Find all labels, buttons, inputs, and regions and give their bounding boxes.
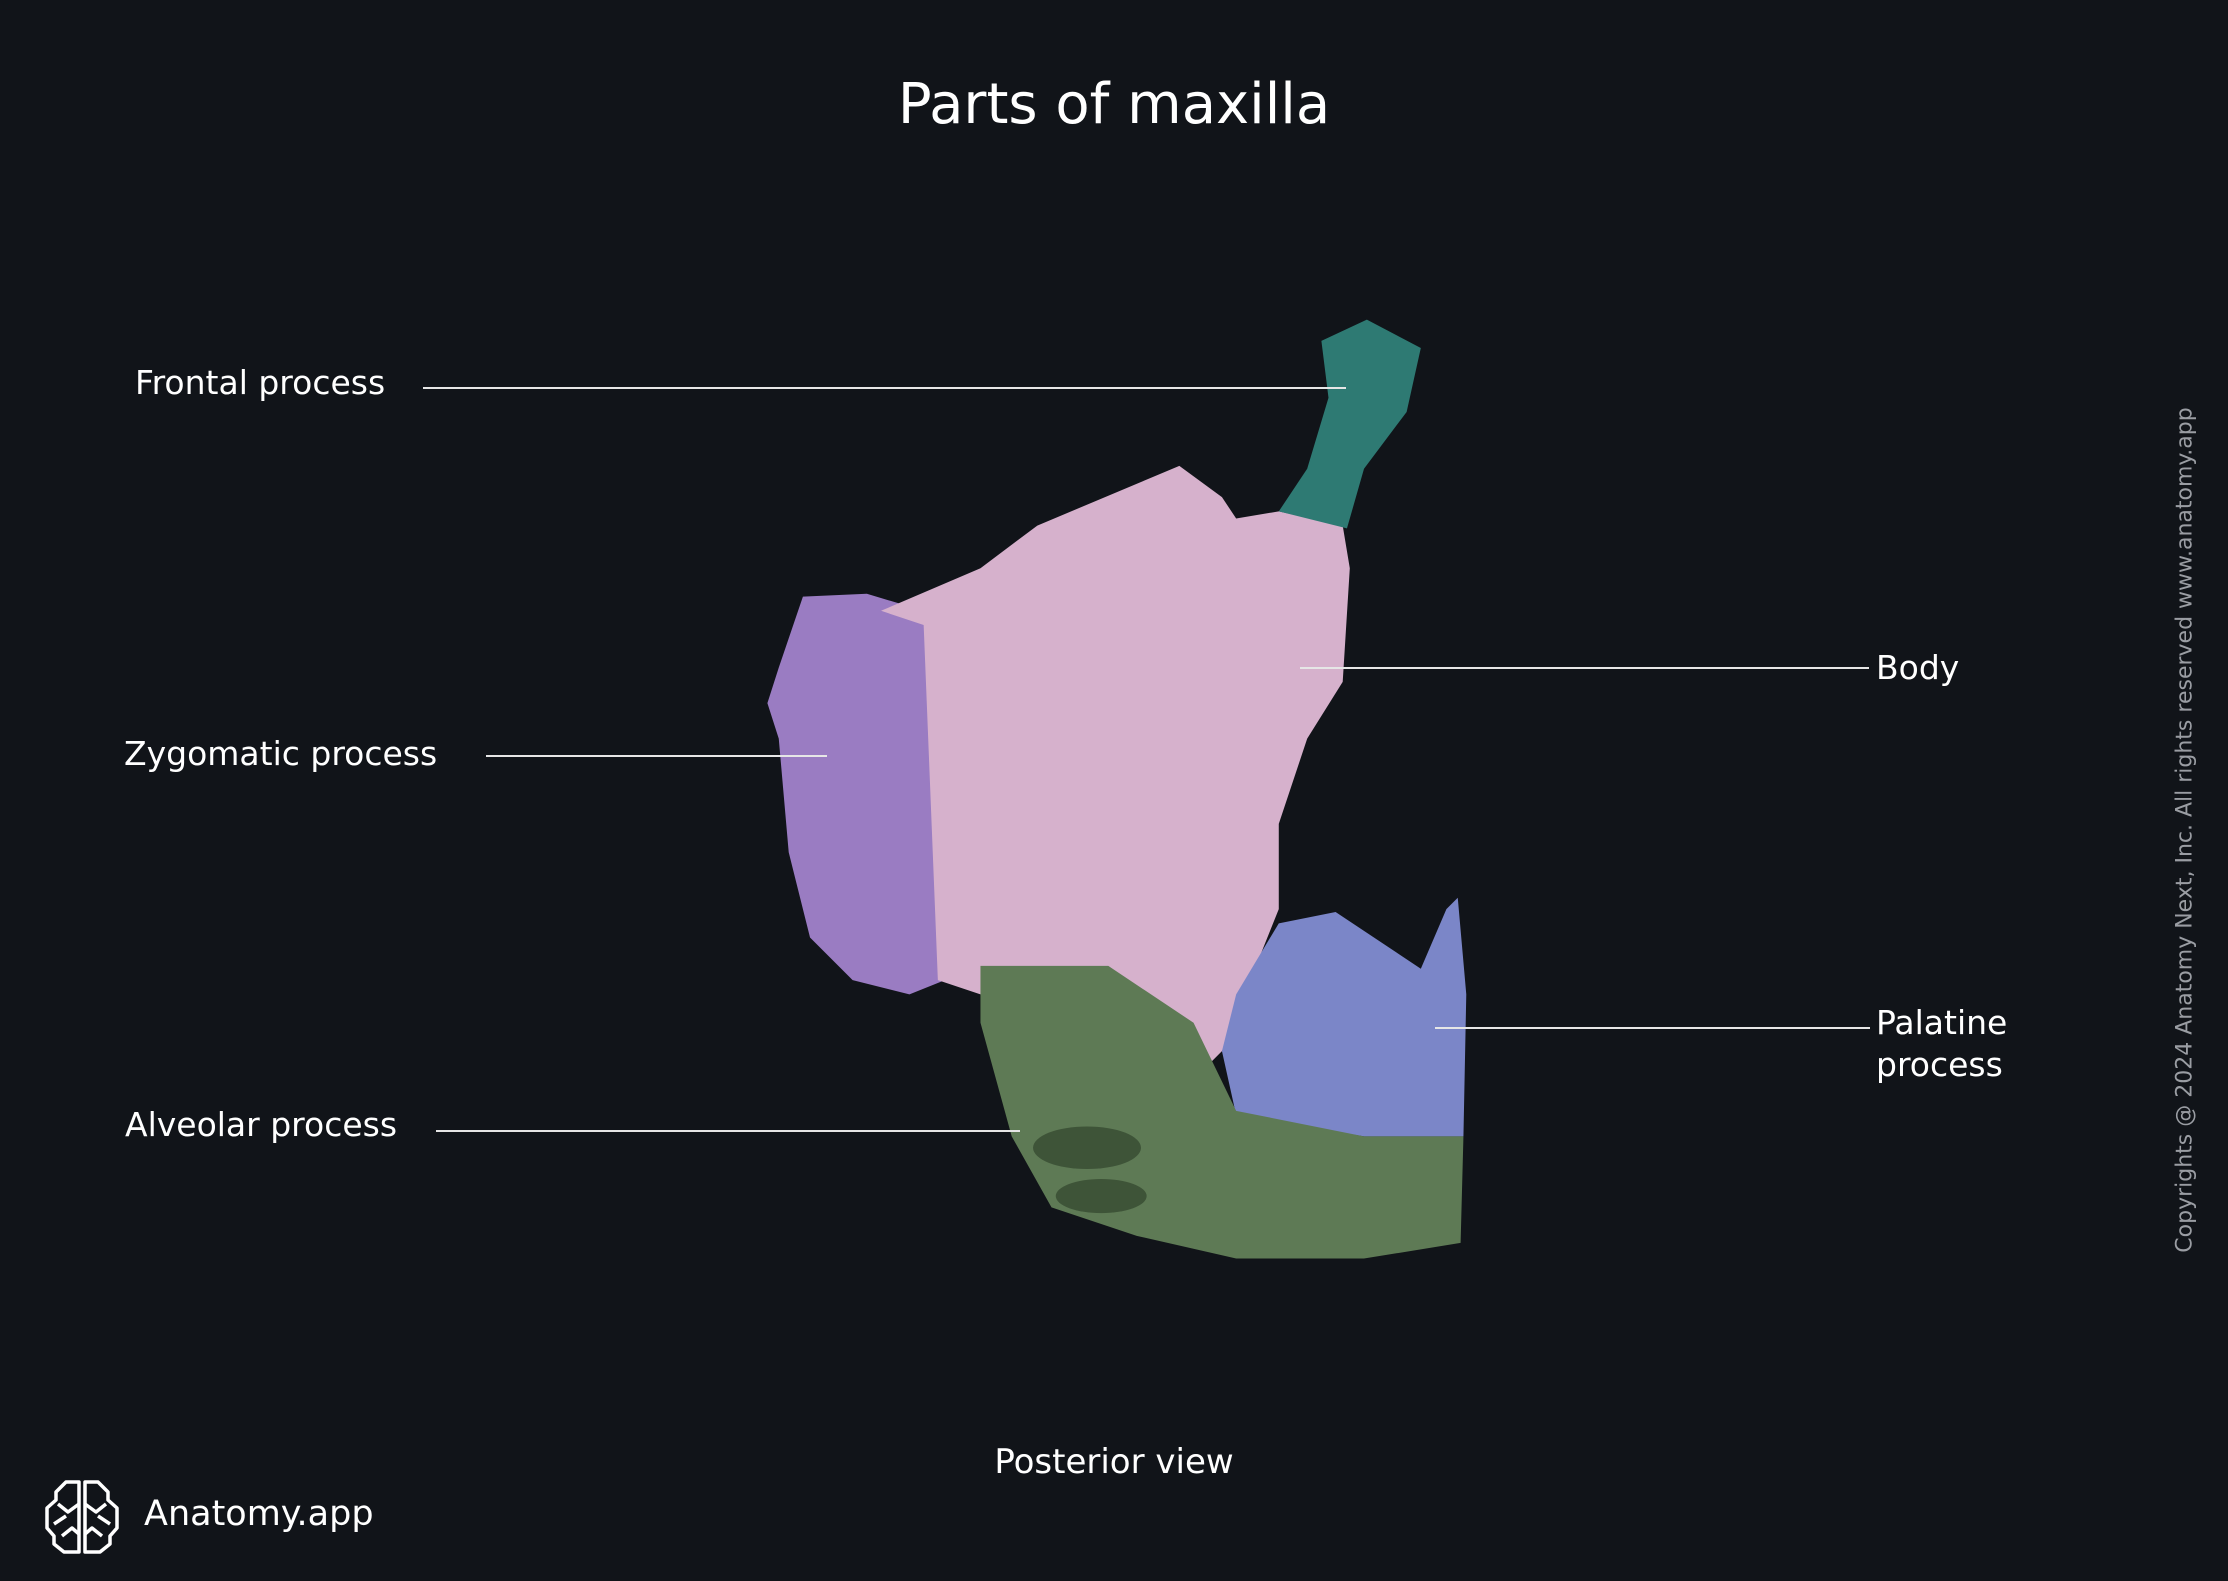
label-alveolar-process: Alveolar process — [125, 1105, 398, 1144]
leader-line-zygomatic — [486, 755, 827, 757]
body-region — [881, 465, 1350, 1066]
palatine-process-region — [1221, 897, 1467, 1137]
label-palatine-process: Palatine process — [1876, 1002, 2007, 1086]
page-title: Parts of maxilla — [897, 72, 1331, 137]
alveolar-socket — [1033, 1126, 1141, 1170]
leader-line-body — [1300, 667, 1869, 669]
zygomatic-process-region — [767, 593, 945, 995]
view-caption: Posterior view — [994, 1442, 1234, 1482]
leader-line-frontal — [423, 387, 1346, 389]
alveolar-socket — [1055, 1179, 1147, 1214]
leader-line-alveolar — [436, 1130, 1020, 1132]
brain-icon — [45, 1480, 119, 1554]
label-palatine-line2: process — [1876, 1045, 2003, 1084]
label-frontal-process: Frontal process — [135, 363, 386, 402]
leader-line-palatine — [1435, 1027, 1870, 1029]
label-zygomatic-process: Zygomatic process — [124, 734, 438, 773]
label-body: Body — [1876, 648, 1960, 687]
frontal-process-region — [1278, 319, 1421, 529]
brand-name: Anatomy.app — [144, 1494, 374, 1534]
copyright-notice: Copyrights @ 2024 Anatomy Next, Inc. All… — [2172, 407, 2198, 1253]
label-palatine-line1: Palatine — [1876, 1003, 2008, 1042]
